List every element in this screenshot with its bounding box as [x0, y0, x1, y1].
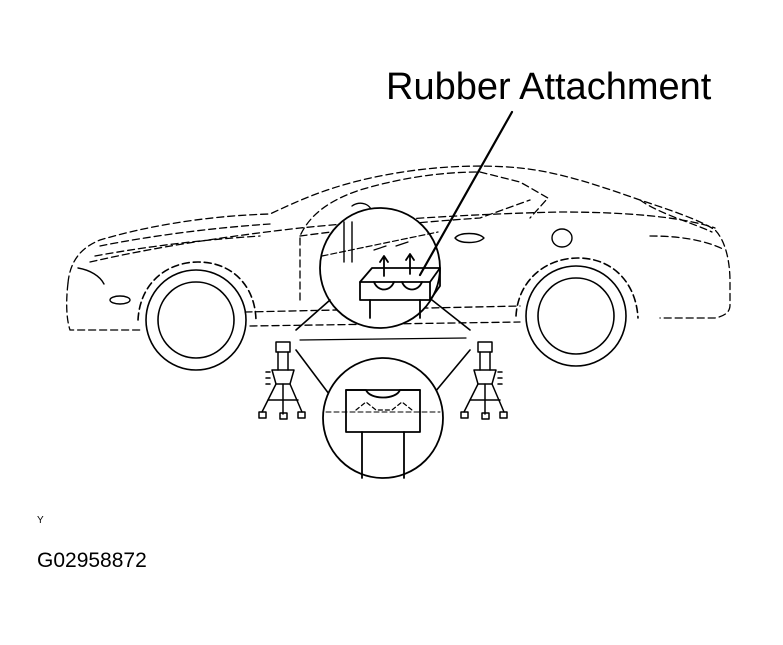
right-jack-stand [460, 341, 508, 420]
small-mark: Y [37, 515, 44, 526]
upper-magnifier [319, 207, 441, 329]
rear-wheel [515, 257, 639, 367]
left-jack-stand [258, 341, 306, 420]
front-wheel [137, 261, 257, 371]
callout-leader-line [418, 110, 514, 277]
lower-magnifier [322, 357, 444, 479]
callout-label: Rubber Attachment [386, 66, 712, 108]
car-details [77, 202, 573, 305]
figure-code: G02958872 [37, 549, 147, 572]
